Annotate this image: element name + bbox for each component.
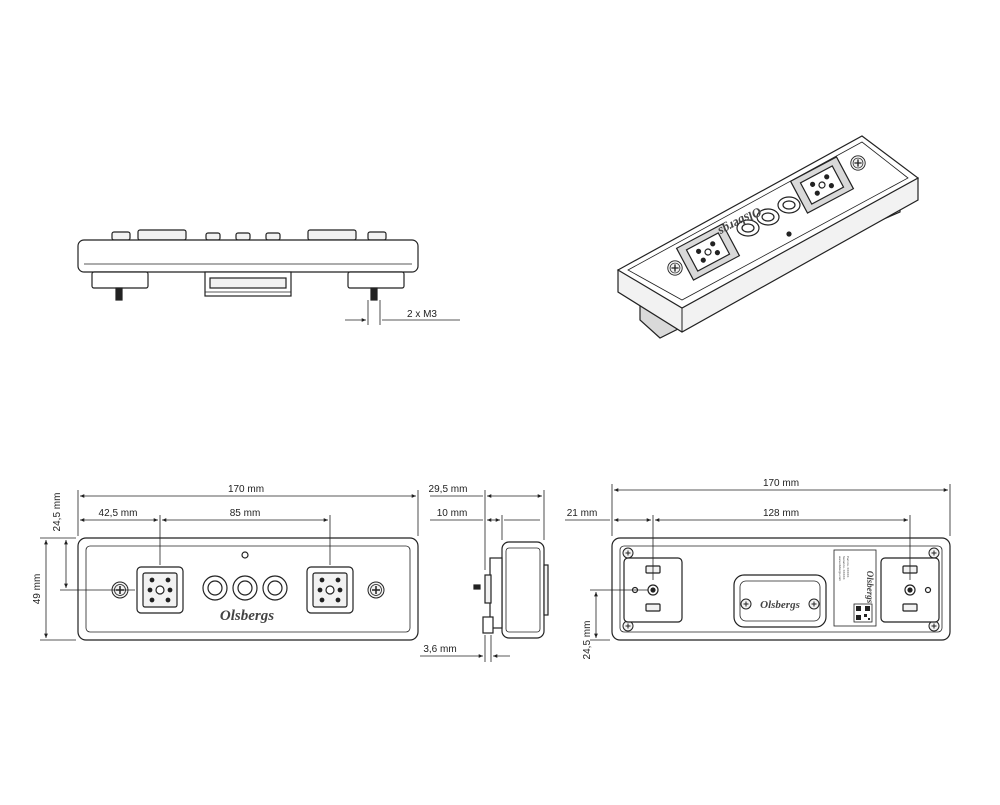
label-serial-no: Serial no. XXXXX <box>842 556 846 580</box>
label-part-no: Part no. XXXXX <box>846 556 850 577</box>
front-connector-right-icon <box>306 566 354 614</box>
back-dimensions <box>565 484 951 641</box>
label-website: www.olsbergs.com <box>838 556 842 582</box>
isometric-view <box>616 135 920 339</box>
front-screw-right-icon <box>367 581 385 599</box>
profile-depth-label: 29,5 mm <box>429 484 468 495</box>
back-logo-text: Olsbergs <box>760 599 800 611</box>
back-center-plate <box>733 574 827 628</box>
front-view <box>77 537 419 641</box>
back-offset-label: 21 mm <box>567 508 598 519</box>
label-logo-text: Olsbergs <box>865 571 875 604</box>
front-dimensions <box>40 490 419 641</box>
profile-dimensions <box>420 490 545 662</box>
front-half-height-label: 24,5 mm <box>52 493 63 532</box>
front-spacing-label: 85 mm <box>230 508 261 519</box>
iso-screw-left-icon <box>667 260 683 276</box>
back-length-label: 170 mm <box>763 478 799 489</box>
iso-connector-right-icon <box>789 156 855 214</box>
front-height-label: 49 mm <box>32 574 43 605</box>
front-length-label: 170 mm <box>228 484 264 495</box>
profile-flange-label: 3,6 mm <box>423 644 456 655</box>
back-view <box>611 537 951 641</box>
back-spacing-label: 128 mm <box>763 508 799 519</box>
side-view <box>77 229 419 301</box>
front-logo-text: Olsbergs <box>220 608 274 624</box>
iso-connector-left-icon <box>675 223 741 281</box>
profile-body-depth-label: 10 mm <box>437 508 468 519</box>
front-offset-label: 42,5 mm <box>99 508 138 519</box>
screw-callout: 2 x M3 <box>345 300 460 325</box>
front-buttons <box>202 575 288 601</box>
front-connector-left-icon <box>136 566 184 614</box>
screw-spec-label: 2 x M3 <box>407 309 437 320</box>
back-half-height-label: 24,5 mm <box>582 621 593 660</box>
profile-view <box>473 541 549 639</box>
iso-screw-right-icon <box>850 155 866 171</box>
